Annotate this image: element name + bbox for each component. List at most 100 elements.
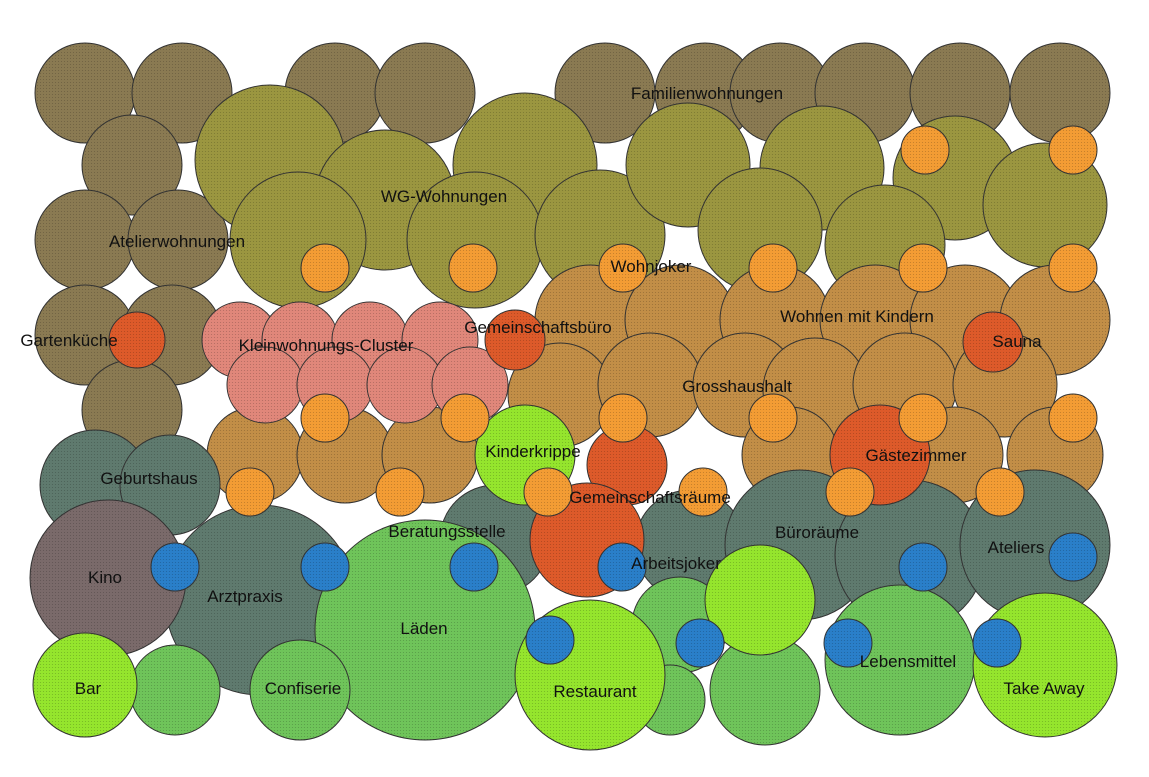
label-wg-wohnungen: WG-Wohnungen: [381, 187, 507, 206]
label-atelierwohnungen: Atelierwohnungen: [109, 232, 245, 251]
circle-familienwohnungen: [34, 284, 136, 386]
circle-familienwohnungen: [34, 42, 136, 144]
circle-texture: [1049, 533, 1097, 581]
circle-texture: [226, 468, 274, 516]
circle-texture: [151, 543, 199, 591]
label-kleinwohnungs-cluster: Kleinwohnungs-Cluster: [239, 336, 414, 355]
circle-texture: [441, 394, 489, 442]
circle-texture: [599, 394, 647, 442]
circle-texture: [1010, 43, 1110, 143]
circle-texture: [910, 43, 1010, 143]
circle-texture: [109, 312, 165, 368]
circles-layer: [29, 42, 1118, 751]
circle-restaurant: [32, 632, 138, 738]
circle-wohnjoker: [1048, 125, 1098, 175]
circle-kleinwohnungs-cluster: [366, 346, 444, 424]
circle-texture: [35, 43, 135, 143]
circle-familienwohnungen: [374, 42, 476, 144]
circle-texture: [587, 425, 667, 505]
circle-wohnjoker: [898, 393, 948, 443]
circle-texture: [524, 468, 572, 516]
circle-texture: [367, 347, 443, 423]
circle-arbeitsjoker: [300, 542, 350, 592]
circle-familienwohnungen: [34, 189, 136, 291]
label-lebensmittel: Lebensmittel: [860, 652, 956, 671]
circle-texture: [375, 43, 475, 143]
circle-texture: [976, 468, 1024, 516]
circle-familienwohnungen: [127, 189, 229, 291]
circle-texture: [250, 640, 350, 740]
circle-texture: [485, 310, 545, 370]
circle-wohnjoker: [523, 467, 573, 517]
circle-texture: [749, 394, 797, 442]
circle-texture: [1049, 244, 1097, 292]
circle-texture: [130, 645, 220, 735]
circle-gemeinschaft: [586, 424, 668, 506]
label-wohnjoker: Wohnjoker: [611, 257, 692, 276]
circle-familienwohnungen: [131, 42, 233, 144]
label-bar: Bar: [75, 679, 102, 698]
circle-texture: [227, 347, 303, 423]
circle-arbeitsjoker: [597, 542, 647, 592]
circle-texture: [449, 244, 497, 292]
circle-wohnjoker: [825, 467, 875, 517]
circle-texture: [1049, 394, 1097, 442]
circle-texture: [679, 468, 727, 516]
circle-texture: [33, 633, 137, 737]
circle-wohnjoker: [225, 467, 275, 517]
circle-texture: [705, 545, 815, 655]
circle-gemeinschaft: [108, 311, 166, 369]
label-gemeinschaftsraeume: Gemeinschaftsräume: [569, 488, 731, 507]
circle-texture: [826, 468, 874, 516]
circle-arbeitsjoker: [1048, 532, 1098, 582]
circle-gemeinschaft: [484, 309, 546, 371]
circle-arbeitsjoker: [150, 542, 200, 592]
circle-texture: [35, 285, 135, 385]
circle-texture: [599, 244, 647, 292]
label-kino: Kino: [88, 568, 122, 587]
label-gaestezimmer: Gästezimmer: [865, 446, 966, 465]
circle-laeden: [249, 639, 351, 741]
circle-familienwohnungen: [81, 114, 183, 216]
circle-texture: [676, 619, 724, 667]
circle-texture: [82, 115, 182, 215]
label-take-away: Take Away: [1004, 679, 1085, 698]
circle-texture: [749, 244, 797, 292]
label-geburtshaus: Geburtshaus: [100, 469, 197, 488]
circle-wohnjoker: [898, 243, 948, 293]
circle-familienwohnungen: [1009, 42, 1111, 144]
circle-texture: [407, 172, 543, 308]
labels-layer: Familienwohnungen WG-Wohnungen Atelierwo…: [20, 84, 1085, 701]
label-kinderkrippe: Kinderkrippe: [485, 442, 580, 461]
circle-wohnjoker: [748, 393, 798, 443]
circle-arbeitsjoker: [525, 615, 575, 665]
label-grosshaushalt: Grosshaushalt: [682, 377, 792, 396]
circle-arbeitsjoker: [675, 618, 725, 668]
circle-arbeitsjoker: [449, 542, 499, 592]
label-sauna: Sauna: [992, 332, 1042, 351]
circle-laeden: [129, 644, 221, 736]
label-arbeitsjoker: Arbeitsjoker: [631, 554, 721, 573]
circle-texture: [128, 190, 228, 290]
circle-kleinwohnungs-cluster: [226, 346, 304, 424]
circle-wg-wohnungen: [406, 171, 544, 309]
circle-texture: [132, 43, 232, 143]
circle-laeden: [824, 584, 976, 736]
circle-kino: [29, 499, 187, 657]
circle-texture: [230, 172, 366, 308]
label-arztpraxis: Arztpraxis: [207, 587, 283, 606]
label-beratungsstelle: Beratungsstelle: [388, 522, 505, 541]
label-confiserie: Confiserie: [265, 679, 342, 698]
circle-texture: [376, 468, 424, 516]
circle-arbeitsjoker: [972, 618, 1022, 668]
label-laeden: Läden: [400, 619, 447, 638]
circle-wohnjoker: [440, 393, 490, 443]
label-gartenkueche: Gartenküche: [20, 331, 117, 350]
circle-texture: [301, 543, 349, 591]
circle-wohnjoker: [300, 243, 350, 293]
circle-texture: [598, 543, 646, 591]
circle-wohnjoker: [975, 467, 1025, 517]
circle-wohnjoker: [375, 467, 425, 517]
label-familienwohnungen: Familienwohnungen: [631, 84, 783, 103]
